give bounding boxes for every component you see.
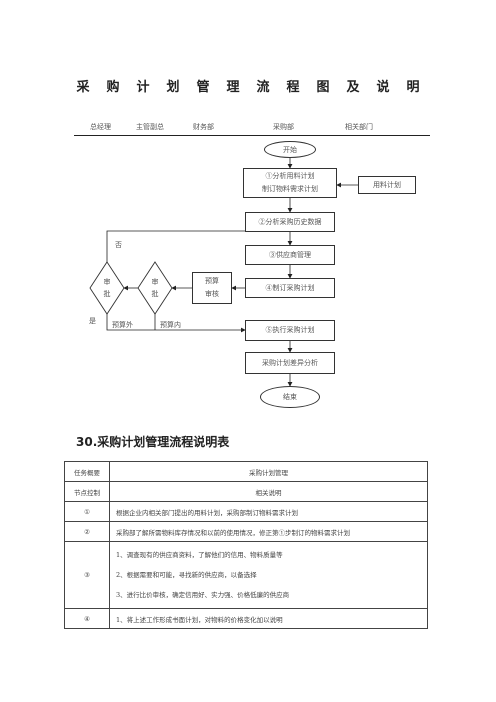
variance-box: 采购计划差异分析 <box>245 352 335 374</box>
table-row: 节点控制 相关说明 <box>64 481 428 502</box>
end-node: 结束 <box>260 386 320 408</box>
supplier-line-2: 2、根据需要和可能，寻找新的供应商，以备选择 <box>116 571 257 579</box>
gm-approval-diamond: 审 批 <box>100 276 114 300</box>
table-row: 任务概要 采购计划管理 <box>64 461 428 482</box>
over-budget-label: 预算外 <box>112 321 133 329</box>
cell-value: 采购计划管理 <box>109 461 428 482</box>
cell-key: 节点控制 <box>64 481 110 502</box>
supplier-line-3: 3、进行比价审核，确定信用好、实力强、价格低廉的供应商 <box>116 591 290 599</box>
section-title: 30.采购计划管理流程说明表 <box>76 435 230 449</box>
step1-line2: 制订物料需求计划 <box>262 185 318 193</box>
cell-value: 相关说明 <box>109 481 428 502</box>
vp-approval-diamond: 审 批 <box>148 276 162 300</box>
lane-header-purchasing: 采购部 <box>273 123 294 131</box>
step1-line1: ①分析用料计划 <box>265 172 315 180</box>
cell-key: ③ <box>64 541 110 609</box>
cell-key: 任务概要 <box>64 461 110 482</box>
step2-box: ②分析采购历史数据 <box>245 212 335 232</box>
header-divider <box>74 135 430 136</box>
gm-approval-line2: 批 <box>103 290 111 298</box>
vp-approval-line1: 审 <box>151 278 159 286</box>
cell-key: ④ <box>64 608 110 629</box>
budget-review-line1: 预算 <box>205 277 219 285</box>
description-table: 任务概要 采购计划管理 节点控制 相关说明 ① 根据企业内相关部门提出的用料计划… <box>64 461 428 629</box>
yes-label: 是 <box>89 317 96 325</box>
cell-value: 1、调查现有的供应商资料，了解他们的信用、物料质量等 2、根据需要和可能，寻找新… <box>109 541 428 609</box>
lane-header-gm: 总经理 <box>90 123 111 131</box>
cell-value: 采购部了解所需物料库存情况和以前的使用情况，修正第①步制订的物料需求计划 <box>109 521 428 542</box>
step5-box: ⑤执行采购计划 <box>245 320 335 341</box>
step3-box: ③供应商管理 <box>245 245 335 265</box>
lane-header-vp: 主管副总 <box>136 123 164 131</box>
cell-key: ① <box>64 501 110 522</box>
material-plan-box: 用料计划 <box>358 176 416 194</box>
within-budget-label: 预算内 <box>160 321 181 329</box>
gm-approval-line1: 审 <box>103 278 111 286</box>
cell-key: ② <box>64 521 110 542</box>
cell-value: 根据企业内相关部门提出的用料计划，采购部制订物料需求计划 <box>109 501 428 522</box>
lane-header-finance: 财务部 <box>193 123 214 131</box>
budget-review-box: 预算 审核 <box>192 272 232 304</box>
table-row: ② 采购部了解所需物料库存情况和以前的使用情况，修正第①步制订的物料需求计划 <box>64 521 428 542</box>
table-row: ③ 1、调查现有的供应商资料，了解他们的信用、物料质量等 2、根据需要和可能，寻… <box>64 541 428 609</box>
step1-box: ①分析用料计划 制订物料需求计划 <box>243 168 337 198</box>
supplier-line-1: 1、调查现有的供应商资料，了解他们的信用、物料质量等 <box>116 551 283 559</box>
no-label: 否 <box>115 241 122 249</box>
start-node: 开始 <box>264 141 316 158</box>
vp-approval-line2: 批 <box>151 290 159 298</box>
table-row: ④ 1、将上述工作形成书面计划，对物料的价格变化加以说明 <box>64 608 428 629</box>
table-row: ① 根据企业内相关部门提出的用料计划，采购部制订物料需求计划 <box>64 501 428 522</box>
step4-box: ④制订采购计划 <box>245 278 335 298</box>
budget-review-line2: 审核 <box>205 290 219 298</box>
page-title: 采购计划管理流程图及说明 <box>76 80 437 95</box>
lane-header-related: 相关部门 <box>345 123 373 131</box>
cell-value: 1、将上述工作形成书面计划，对物料的价格变化加以说明 <box>109 608 428 629</box>
